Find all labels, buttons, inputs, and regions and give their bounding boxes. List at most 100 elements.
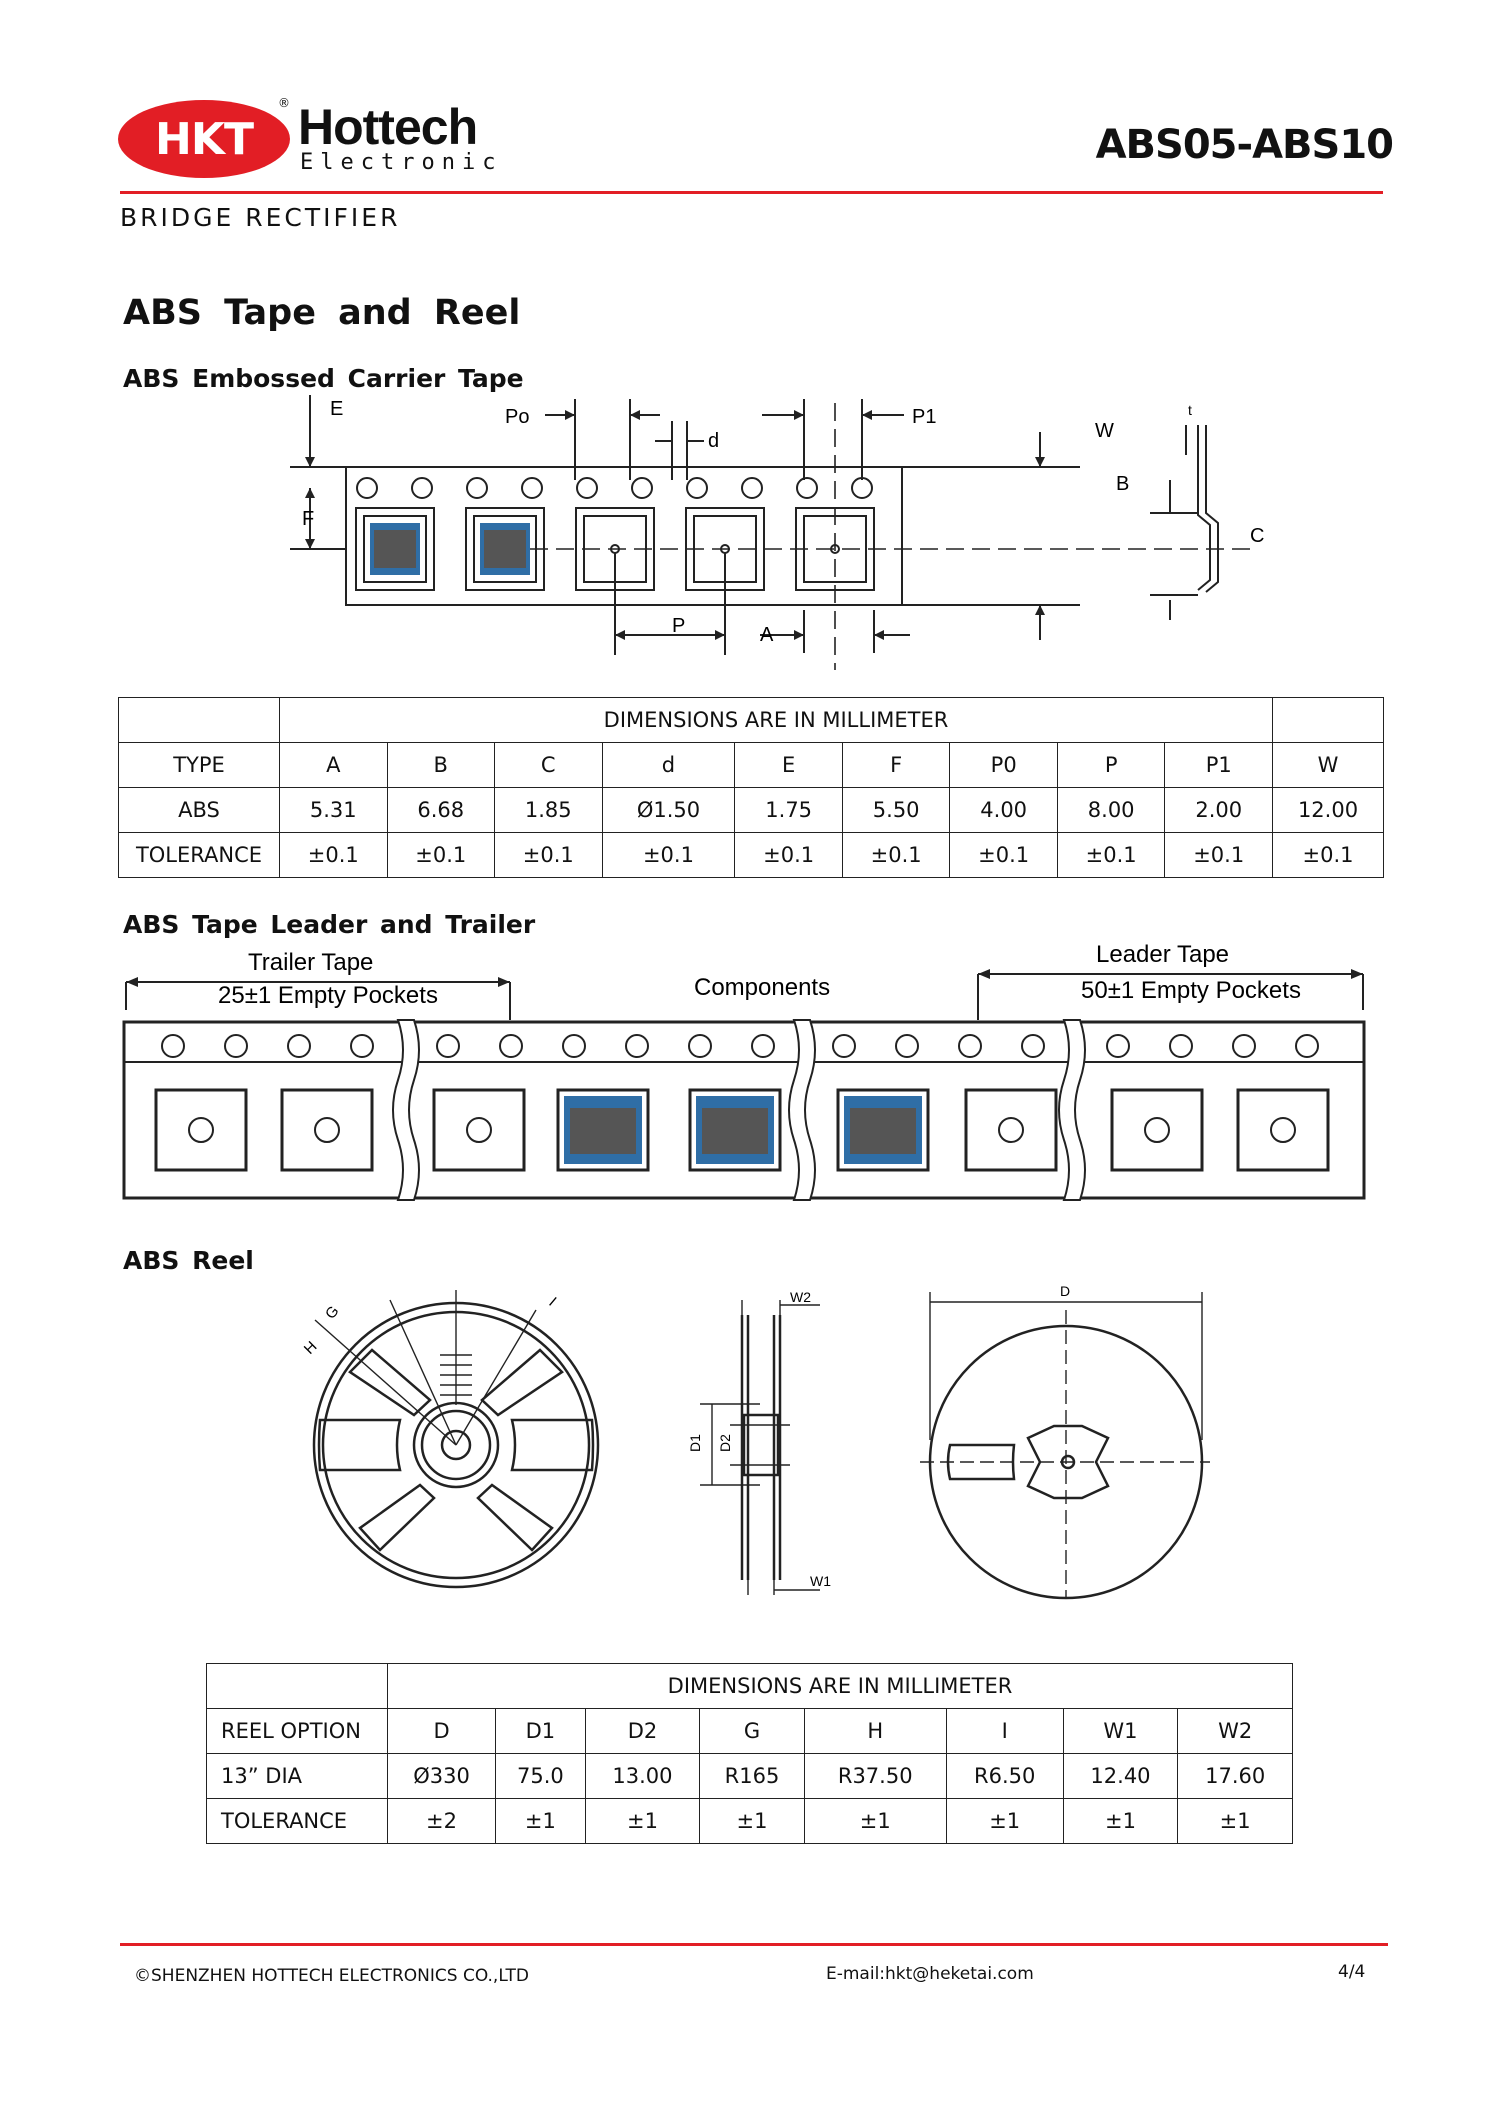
components-label: Components: [694, 974, 830, 1001]
label-W: W: [1095, 420, 1114, 442]
table-header: C: [494, 742, 603, 788]
table-cell: 6.68: [386, 787, 495, 833]
label-F: F: [302, 508, 314, 530]
table-row: TOLERANCE ±0.1 ±0.1 ±0.1 ±0.1 ±0.1 ±0.1 …: [118, 832, 1384, 878]
table-cell: 1.85: [494, 787, 603, 833]
table-cell: ±0.1: [494, 832, 603, 878]
table-header: P: [1056, 742, 1166, 788]
table-cell: R6.50: [945, 1753, 1064, 1799]
table-cell: TOLERANCE: [206, 1798, 388, 1844]
table-cell: 13” DIA: [206, 1753, 388, 1799]
table-header: F: [841, 742, 951, 788]
leader-trailer-heading: ABS Tape Leader and Trailer: [123, 910, 536, 939]
table-header: G: [699, 1708, 805, 1754]
table-cell: ±0.1: [279, 832, 388, 878]
table-cell: ABS: [118, 787, 280, 833]
reel-diagram: G H I W2 W1 D1 D2 D: [301, 1283, 1210, 1600]
table-cell: ±1: [945, 1798, 1064, 1844]
table-header: A: [279, 742, 388, 788]
trailer-tape-label: Trailer Tape: [248, 949, 373, 976]
table-cell: 17.60: [1177, 1753, 1293, 1799]
footer-copyright: ©SHENZHEN HOTTECH ELECTRONICS CO.,LTD: [134, 1966, 529, 1986]
table-cell: TOLERANCE: [118, 832, 280, 878]
table-cell: ±1: [803, 1798, 947, 1844]
table-cell: ±1: [699, 1798, 805, 1844]
table-cell: 75.0: [495, 1753, 586, 1799]
leader-tape-label: Leader Tape: [1096, 941, 1229, 968]
reel-label-I: I: [545, 1294, 559, 1310]
carrier-dimensions-table: DIMENSIONS ARE IN MILLIMETER TYPE A B C …: [118, 697, 1384, 878]
table-cell: 4.00: [949, 787, 1058, 833]
label-E: E: [330, 398, 343, 420]
reel-heading: ABS Reel: [123, 1246, 254, 1275]
table-cell: ±0.1: [386, 832, 495, 878]
table-header: TYPE: [118, 742, 280, 788]
reel-label-G: G: [322, 1303, 343, 1323]
logo-name: Hottech: [298, 99, 478, 155]
table-cell: Ø330: [386, 1753, 497, 1799]
header-divider: [120, 191, 1383, 194]
table-cell: 12.00: [1272, 787, 1384, 833]
table-cell: 12.40: [1062, 1753, 1179, 1799]
table-header: d: [601, 742, 736, 788]
reel-label-D: D: [1060, 1283, 1070, 1299]
section-title: ABS Tape and Reel: [123, 293, 521, 333]
table-cell: R37.50: [803, 1753, 947, 1799]
table-cell: 5.50: [841, 787, 951, 833]
table-cell: ±0.1: [734, 832, 843, 878]
label-C: C: [1250, 525, 1264, 547]
table-cell: ±1: [584, 1798, 701, 1844]
table-cell: ±0.1: [841, 832, 951, 878]
table-cell: 1.75: [734, 787, 843, 833]
label-Po: Po: [505, 406, 529, 428]
label-A: A: [760, 624, 774, 646]
logo-abbr: HKT: [155, 113, 254, 165]
table-cell: ±1: [1062, 1798, 1179, 1844]
registered-mark: ®: [278, 96, 290, 110]
table-header: P1: [1164, 742, 1273, 788]
table-cell: ±0.1: [949, 832, 1058, 878]
table-header: D: [386, 1708, 497, 1754]
table-cell: ±0.1: [1164, 832, 1273, 878]
carrier-tape-heading: ABS Embossed Carrier Tape: [123, 364, 524, 393]
table-header: I: [945, 1708, 1064, 1754]
trailer-pockets-label: 25±1 Empty Pockets: [218, 982, 438, 1009]
table-row: 13” DIA Ø330 75.0 13.00 R165 R37.50 R6.5…: [206, 1753, 1293, 1799]
reel-dimensions-table: DIMENSIONS ARE IN MILLIMETER REEL OPTION…: [206, 1663, 1293, 1844]
table-header: P0: [949, 742, 1058, 788]
table-cell: 2.00: [1164, 787, 1273, 833]
page-number: 4/4: [1338, 1962, 1366, 1982]
table-header: REEL OPTION: [206, 1708, 388, 1754]
table-cell: ±1: [1177, 1798, 1293, 1844]
table-header: D1: [495, 1708, 586, 1754]
table-header: W1: [1062, 1708, 1179, 1754]
reel-label-W1: W1: [810, 1573, 831, 1589]
document-subtitle: BRIDGE RECTIFIER: [120, 203, 401, 232]
footer-email: E-mail:hkt@heketai.com: [826, 1964, 1034, 1984]
table-header: H: [803, 1708, 947, 1754]
table-banner: DIMENSIONS ARE IN MILLIMETER: [387, 1663, 1293, 1709]
table-header: D2: [584, 1708, 701, 1754]
table-cell: ±2: [386, 1798, 497, 1844]
logo-oval: [118, 100, 290, 178]
table-cell: ±0.1: [1056, 832, 1166, 878]
table-cell: 13.00: [584, 1753, 701, 1799]
reel-label-H: H: [301, 1338, 321, 1358]
label-P: P: [672, 615, 685, 637]
label-t: t: [1188, 402, 1192, 418]
table-header: W2: [1177, 1708, 1293, 1754]
table-cell: 5.31: [279, 787, 388, 833]
reel-label-W2: W2: [790, 1289, 811, 1305]
footer-divider: [120, 1943, 1388, 1946]
table-row: TOLERANCE ±2 ±1 ±1 ±1 ±1 ±1 ±1 ±1: [206, 1798, 1293, 1844]
reel-label-D1: D1: [687, 1434, 703, 1452]
table-cell: ±0.1: [1272, 832, 1384, 878]
table-cell: ±1: [495, 1798, 586, 1844]
label-d: d: [708, 430, 719, 452]
leader-trailer-diagram: Trailer Tape 25±1 Empty Pockets Componen…: [122, 941, 1366, 1201]
leader-pockets-label: 50±1 Empty Pockets: [1081, 977, 1301, 1004]
table-banner: DIMENSIONS ARE IN MILLIMETER: [279, 697, 1273, 743]
table-cell: R165: [699, 1753, 805, 1799]
label-B: B: [1116, 473, 1129, 495]
table-row: ABS 5.31 6.68 1.85 Ø1.50 1.75 5.50 4.00 …: [118, 787, 1384, 833]
